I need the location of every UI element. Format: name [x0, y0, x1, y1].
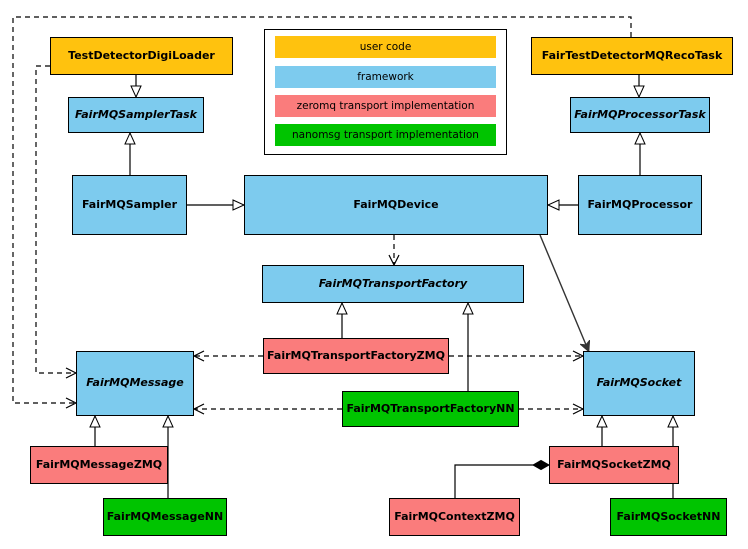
class-node-label: FairMQSocket: [596, 376, 682, 390]
class-node-label: FairMQMessageNN: [106, 509, 224, 523]
edge-recotask-to-message: [12, 16, 632, 403]
class-node-FairMQProcessorTask[interactable]: FairMQProcessorTask: [570, 97, 710, 133]
class-node-FairMQTransportFactoryNN[interactable]: FairMQTransportFactoryNN: [342, 391, 519, 427]
class-node-label: FairMQSocketZMQ: [557, 457, 671, 471]
class-node-FairMQProcessor[interactable]: FairMQProcessor: [578, 175, 702, 235]
legend-item-label: user code: [359, 41, 412, 53]
legend-item-0: user code: [275, 36, 496, 58]
class-node-FairMQContextZMQ[interactable]: FairMQContextZMQ: [389, 498, 520, 536]
class-node-label: FairMQProcessor: [587, 197, 693, 211]
class-node-FairMQSampler[interactable]: FairMQSampler: [72, 175, 187, 235]
edge-device-to-socket: [539, 234, 589, 352]
class-node-FairMQDevice[interactable]: FairMQDevice: [244, 175, 548, 235]
class-node-label: FairMQSamplerTask: [75, 107, 197, 121]
class-node-FairMQTransportFactory[interactable]: FairMQTransportFactory: [262, 265, 524, 303]
legend-item-label: nanomsg transport implementation: [292, 129, 479, 141]
class-node-FairMQSocket[interactable]: FairMQSocket: [583, 351, 695, 416]
class-node-label: FairMQSocketNN: [616, 509, 721, 523]
class-node-FairMQMessageZMQ[interactable]: FairMQMessageZMQ: [30, 446, 168, 484]
class-node-label: FairTestDetectorMQRecoTask: [541, 48, 723, 62]
class-node-FairMQMessageNN[interactable]: FairMQMessageNN: [103, 498, 227, 536]
class-node-FairMQMessage[interactable]: FairMQMessage: [76, 351, 194, 416]
class-node-FairMQSocketZMQ[interactable]: FairMQSocketZMQ: [549, 446, 679, 484]
legend-item-label: framework: [357, 71, 414, 83]
legend-item-3: nanomsg transport implementation: [275, 124, 496, 146]
class-node-FairMQSocketNN[interactable]: FairMQSocketNN: [610, 498, 727, 536]
class-node-label: FairMQTransportFactoryNN: [346, 401, 515, 415]
class-node-label: TestDetectorDigiLoader: [68, 48, 215, 62]
edge-contextzmq-to-socketzmq: [454, 465, 549, 498]
class-node-FairTestDetectorMQRecoTask[interactable]: FairTestDetectorMQRecoTask: [531, 37, 733, 75]
class-node-label: FairMQSampler: [81, 197, 178, 211]
class-node-label: FairMQProcessorTask: [574, 107, 706, 121]
class-node-label: FairMQContextZMQ: [394, 509, 515, 523]
class-node-FairMQSamplerTask[interactable]: FairMQSamplerTask: [68, 97, 204, 133]
legend-item-label: zeromq transport implementation: [296, 100, 475, 112]
class-node-label: FairMQMessage: [86, 376, 184, 390]
legend-item-2: zeromq transport implementation: [275, 95, 496, 117]
class-node-label: FairMQDevice: [353, 197, 439, 211]
legend-item-1: framework: [275, 66, 496, 88]
class-node-label: FairMQMessageZMQ: [35, 457, 163, 471]
class-node-label: FairMQTransportFactory: [318, 276, 468, 290]
class-node-label: FairMQTransportFactoryZMQ: [267, 348, 445, 362]
class-node-TestDetectorDigiLoader[interactable]: TestDetectorDigiLoader: [50, 37, 233, 75]
class-node-FairMQTransportFactoryZMQ[interactable]: FairMQTransportFactoryZMQ: [263, 338, 449, 374]
